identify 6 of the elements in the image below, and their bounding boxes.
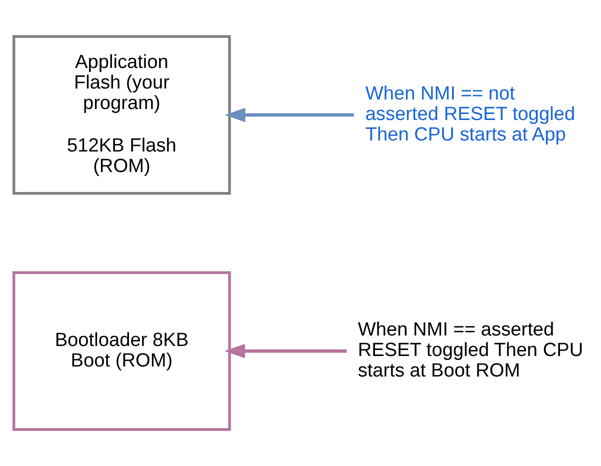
node-text: When NMI == not asserted RESET toggled Then CPU starts at App xyxy=(365,84,576,146)
arrow xyxy=(224,108,354,122)
node-box: Application Flash (your program) 512KB Flash (ROM) xyxy=(12,35,231,195)
node-text: When NMI == asserted RESET toggled Then CPU starts at Boot ROM xyxy=(358,320,584,382)
node-box: Bootloader 8KB Boot (ROM) xyxy=(12,271,231,431)
arrow xyxy=(224,344,347,358)
